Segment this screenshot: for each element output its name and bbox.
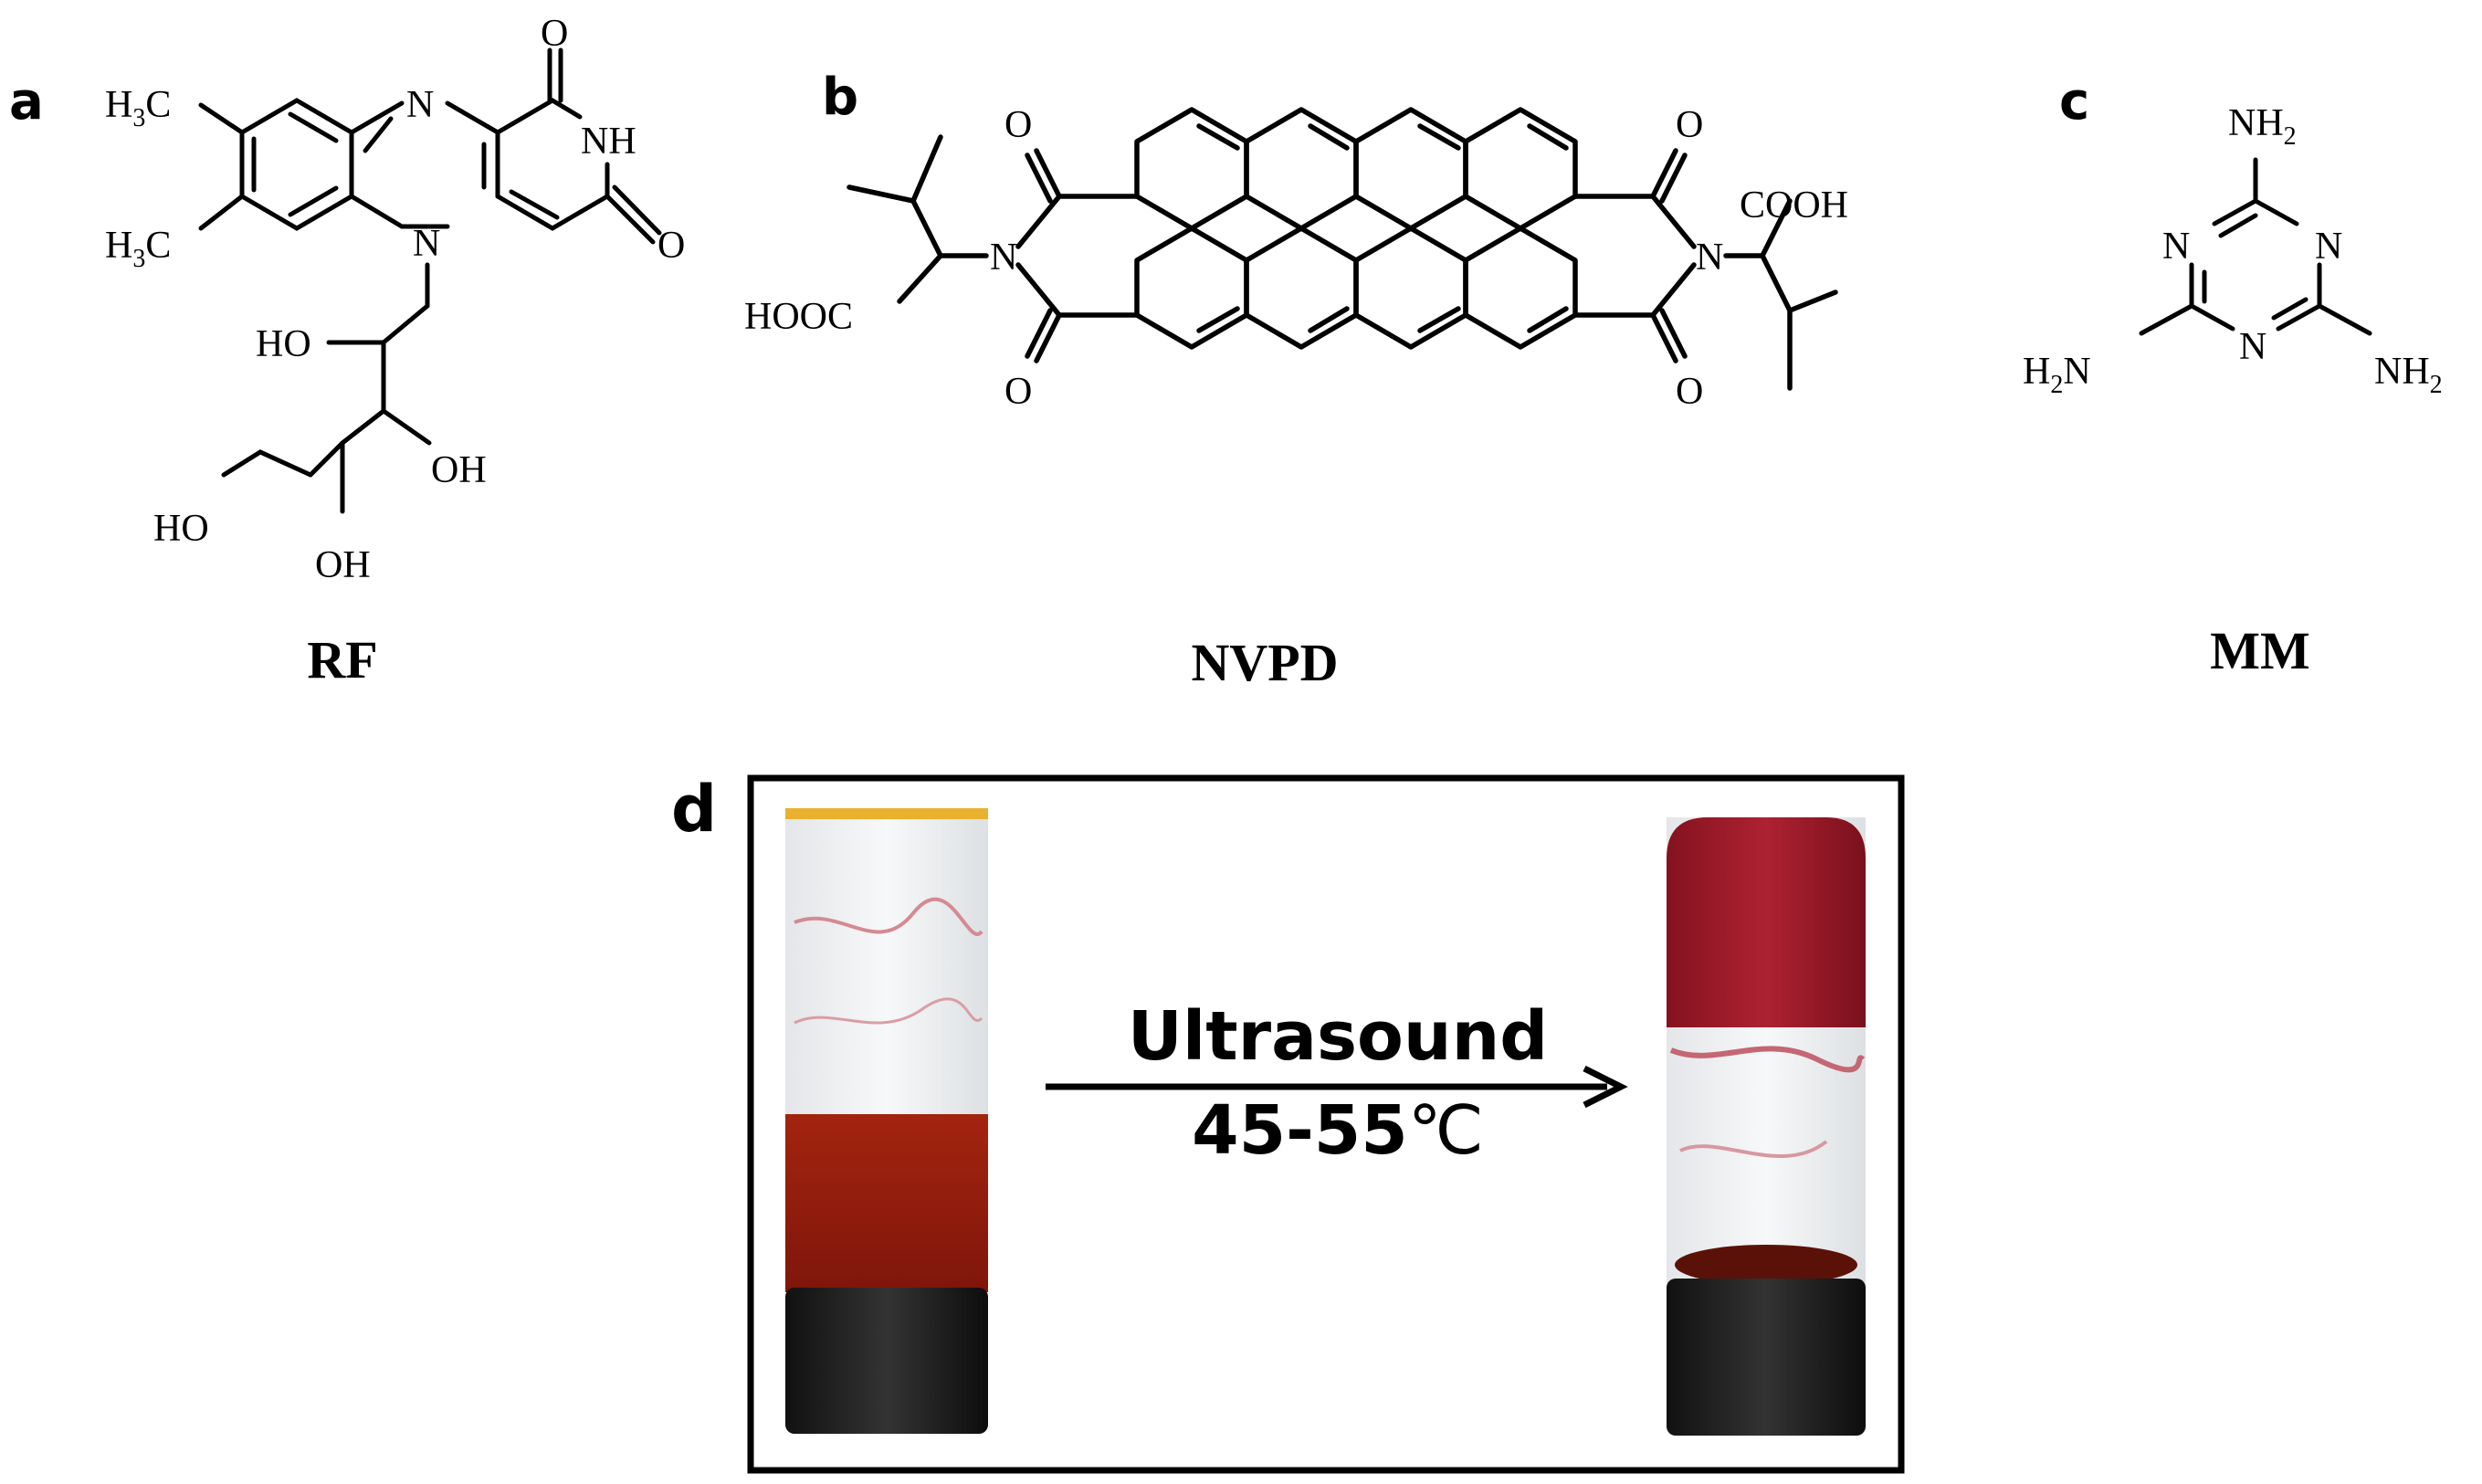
condition-ultrasound: Ultrasound	[1128, 997, 1548, 1076]
nvpd-structure	[847, 107, 1838, 391]
rf-h3c-top: H3C	[105, 84, 171, 132]
mm-n-right: N	[2315, 226, 2342, 268]
panel-c-letter: c	[2059, 72, 2089, 132]
condition-temperature: 45-55℃	[1192, 1091, 1484, 1170]
vial-after-residue	[1669, 1046, 1866, 1073]
nvpd-o-left-bottom: O	[1004, 371, 1032, 413]
mm-h2n: H2N	[2023, 351, 2091, 399]
nvpd-name: NVPD	[1191, 633, 1338, 692]
mm-n-bottom: N	[2239, 326, 2266, 368]
panel-c: c NH2 N N N H2N NH2 MM	[2023, 72, 2443, 680]
panel-b: b	[744, 68, 1848, 692]
vial-before-rim	[785, 808, 988, 819]
rf-h3c-bottom: H3C	[105, 225, 171, 273]
rf-ho-2: HO	[153, 508, 209, 550]
mm-nh2-top: NH2	[2228, 102, 2297, 151]
nvpd-o-right-bottom: O	[1676, 371, 1703, 413]
vial-before-cap	[785, 1288, 988, 1434]
mm-atom-labels: NH2 N N N H2N NH2	[2023, 102, 2443, 399]
vial-after-gel	[1667, 817, 1866, 1027]
rf-name: RF	[307, 630, 377, 689]
mm-structure	[2139, 157, 2372, 336]
rf-o-top: O	[541, 13, 568, 55]
rf-n-top: N	[406, 84, 434, 126]
nvpd-n-left: N	[990, 237, 1017, 279]
vial-after	[1667, 817, 1866, 1436]
panel-a: a	[9, 13, 685, 689]
nvpd-cooh: COOH	[1740, 184, 1848, 226]
vial-after-cap	[1667, 1279, 1866, 1436]
nvpd-atom-labels: O O N HOOC O O N COOH	[744, 104, 1848, 413]
panel-a-letter: a	[9, 72, 44, 132]
vial-after-residue-2	[1679, 1140, 1828, 1158]
nvpd-n-right: N	[1696, 237, 1723, 279]
mm-nh2-right: NH2	[2374, 351, 2443, 399]
rf-structure	[198, 47, 662, 514]
rf-o-right: O	[657, 225, 685, 267]
rf-ho-1: HO	[256, 323, 311, 365]
rf-oh-1: OH	[431, 449, 487, 491]
vial-before-residue-2	[794, 997, 983, 1025]
rf-atom-labels: O N NH O N H3C H3C HO OH HO OH	[105, 13, 685, 586]
reaction-arrow	[1046, 1065, 1628, 1109]
vial-after-bottom-deposit	[1675, 1245, 1857, 1285]
mm-name: MM	[2210, 621, 2310, 680]
vial-before-liquid	[785, 1114, 988, 1292]
rf-n-bottom: N	[413, 223, 440, 265]
rf-oh-2: OH	[315, 544, 371, 586]
nvpd-hooc: HOOC	[744, 296, 853, 338]
vial-before-residue	[794, 897, 983, 936]
panel-d-letter: d	[671, 772, 717, 847]
vial-before	[785, 808, 988, 1434]
rf-nh: NH	[581, 121, 636, 163]
nvpd-o-right-top: O	[1676, 104, 1703, 146]
panel-d-frame	[747, 774, 1905, 1474]
mm-n-left: N	[2162, 226, 2190, 268]
nvpd-o-left-top: O	[1004, 104, 1032, 146]
panel-b-letter: b	[822, 68, 858, 127]
panel-d: d Ultrasound 45-55℃	[671, 772, 1905, 1474]
